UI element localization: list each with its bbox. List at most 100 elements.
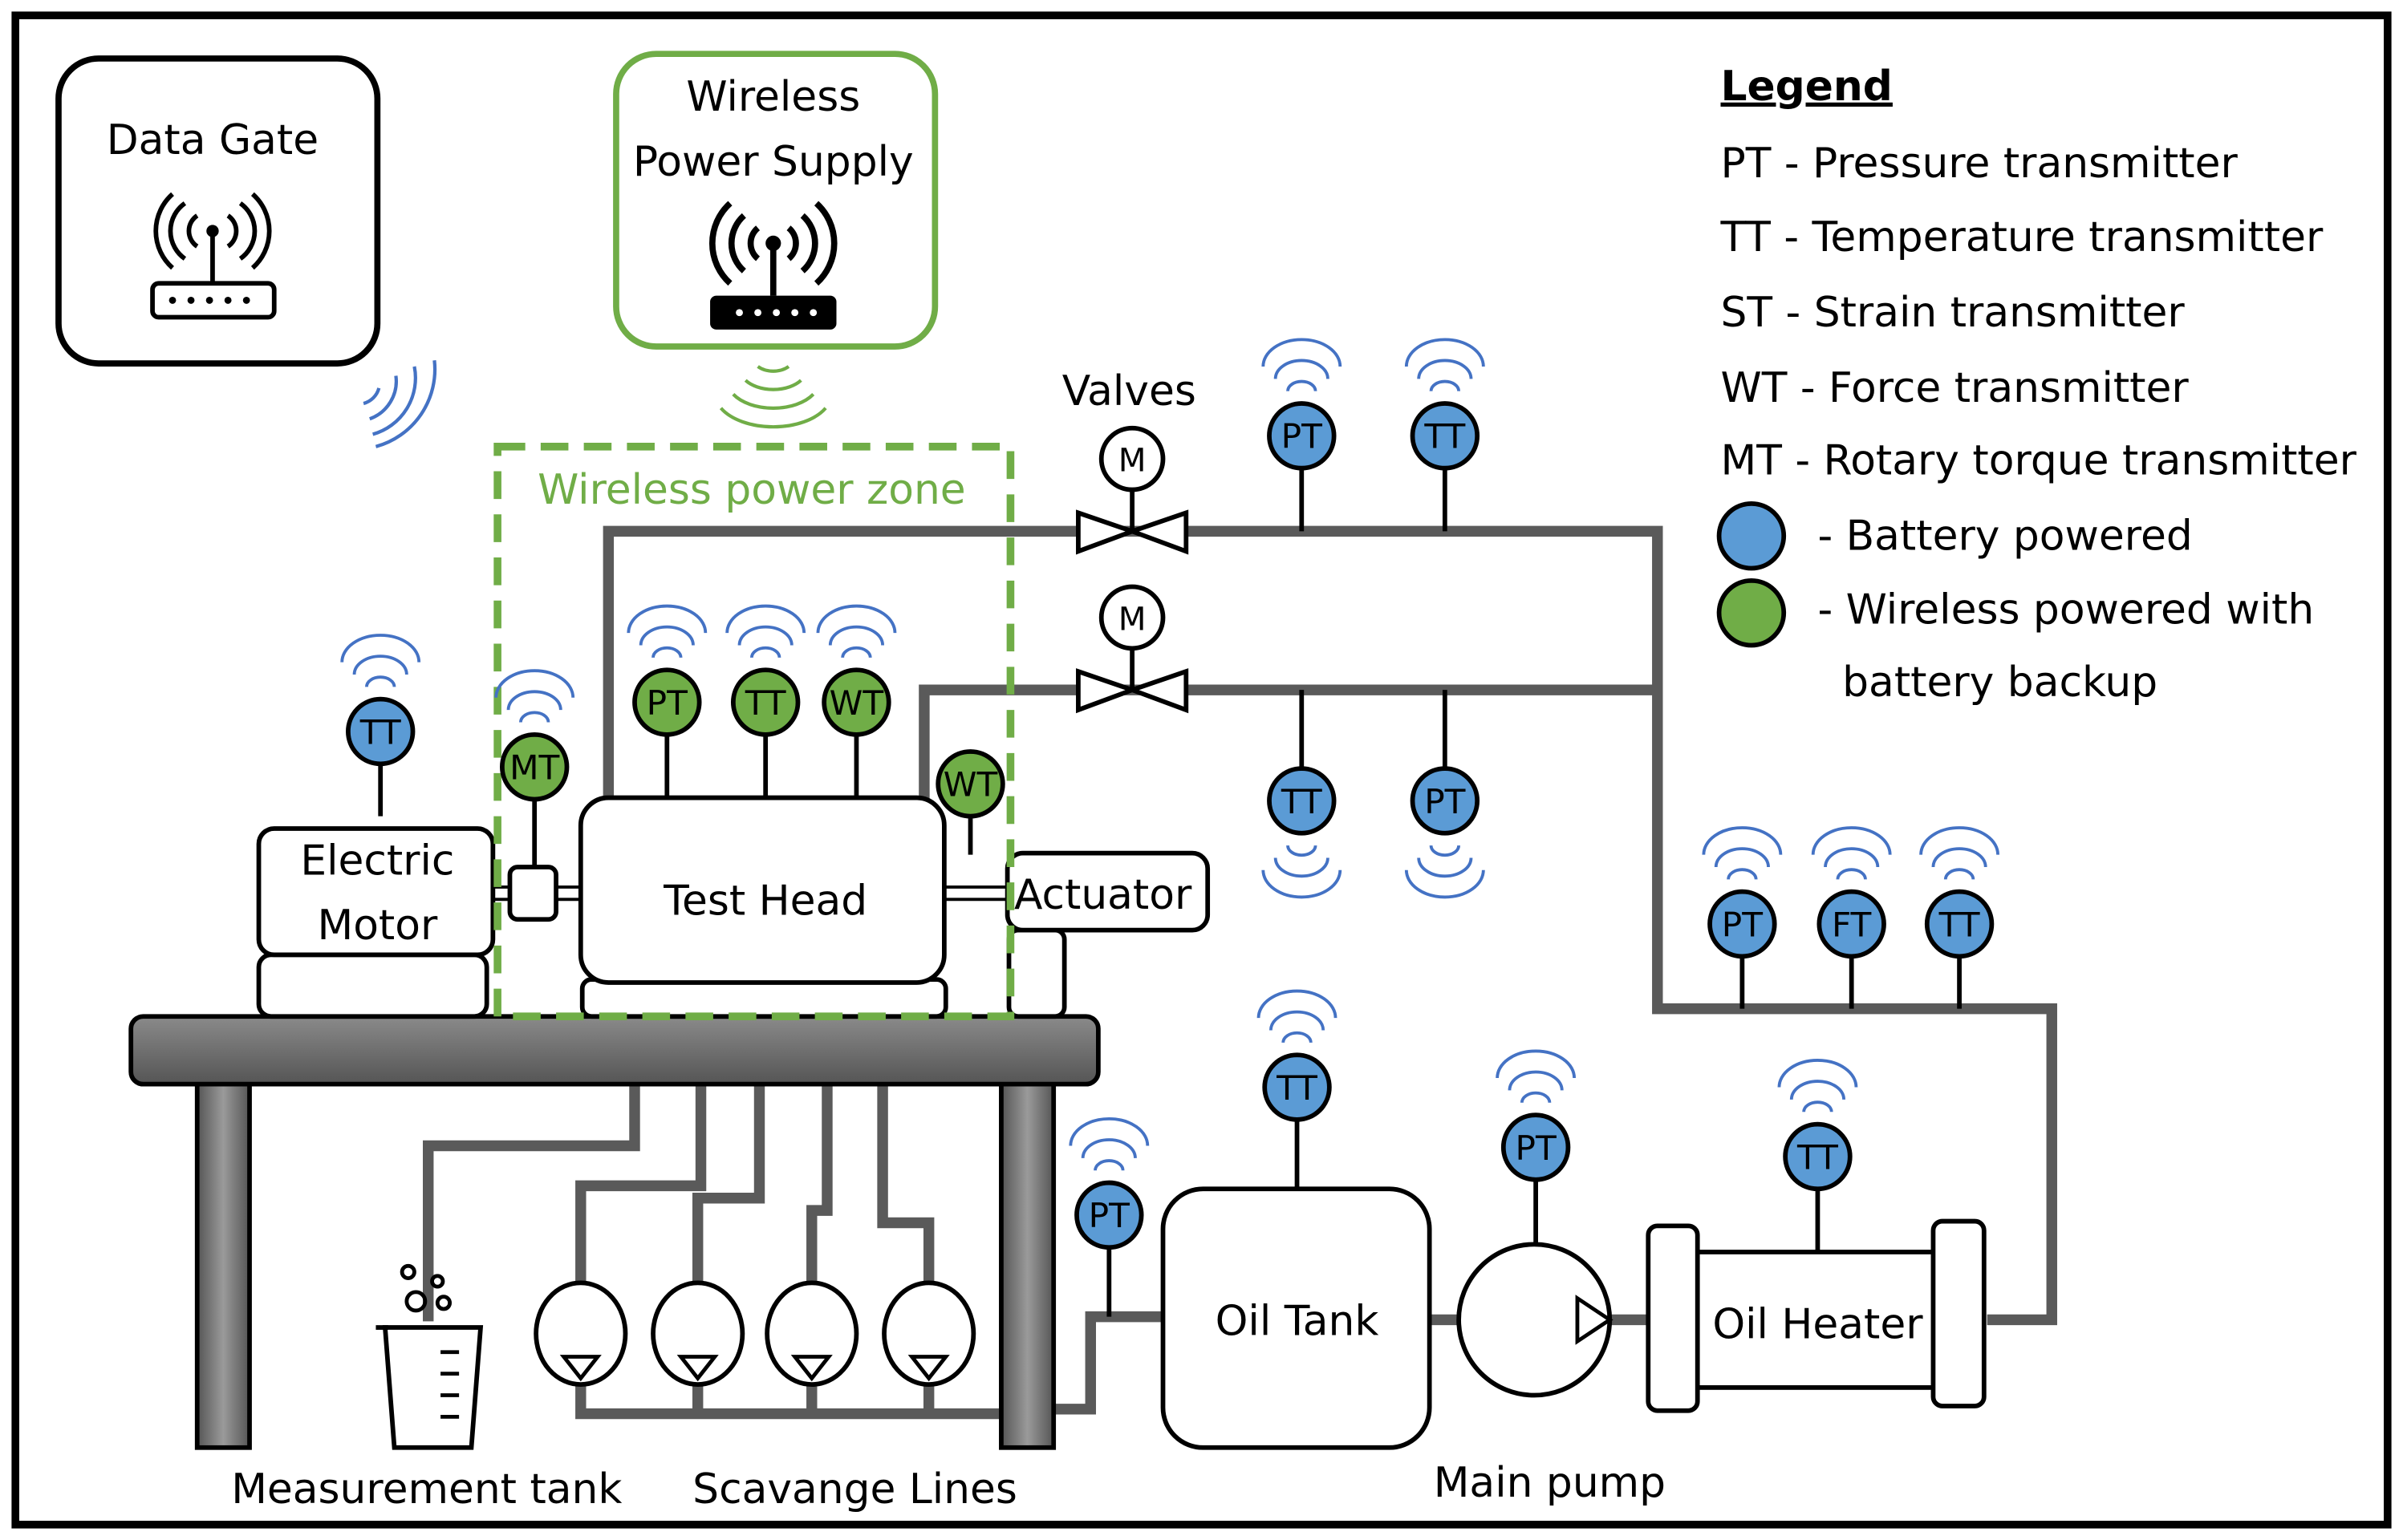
data-gate-signal-icon — [363, 360, 437, 448]
main-pump-label: Main pump — [1434, 1459, 1666, 1507]
sensor: PT — [1069, 1117, 1150, 1317]
sensor-body — [632, 667, 702, 737]
sensor: TT — [1256, 989, 1337, 1189]
sensor: TT — [725, 604, 806, 798]
router-icon — [150, 192, 277, 320]
electric-motor-label-line1: Electric — [300, 837, 454, 886]
valve-motor-symbol: M — [1118, 442, 1147, 480]
sensor-body — [1783, 1121, 1853, 1192]
sensor-label: WT — [830, 683, 884, 723]
valves: Valves M M — [1062, 367, 1196, 714]
legend-item: ST - Strain transmitter — [1720, 289, 2185, 337]
sensor-body — [1410, 766, 1480, 836]
sensor-label: TT — [1281, 782, 1322, 821]
wps-label-line1: Wireless — [686, 73, 860, 121]
sensor-label: PT — [1281, 417, 1322, 456]
wireless-signal-icon — [1256, 989, 1337, 1044]
wireless-signal-icon — [1496, 1049, 1577, 1103]
electric-motor-label-line2: Motor — [317, 902, 437, 950]
wps-power-wave-icon — [719, 365, 827, 429]
wireless-power-zone-label: Wireless power zone — [538, 466, 966, 514]
legend-item: WT - Force transmitter — [1720, 364, 2189, 412]
test-bench-table — [128, 1014, 1101, 1450]
sensor-label: TT — [1276, 1068, 1317, 1108]
sensor: PT — [1404, 690, 1485, 899]
oil-tank: Oil Tank — [1160, 1186, 1432, 1450]
scavange-lines-label: Scavange Lines — [692, 1465, 1017, 1514]
wireless-signal-icon — [1069, 1117, 1150, 1171]
legend-wireless-label: - Wireless powered with — [1817, 586, 2314, 634]
wireless-signal-icon — [1404, 845, 1485, 899]
sensor: TT — [1777, 1059, 1858, 1252]
oil-heater: Oil Heater — [1646, 1218, 1987, 1413]
sensor-label: PT — [1424, 782, 1465, 821]
sensor-body — [499, 732, 570, 802]
sensor-body — [1074, 1180, 1144, 1250]
scavenge-pump — [882, 1280, 976, 1387]
sensor-body — [1267, 766, 1337, 836]
sensor-label: TT — [1938, 905, 1980, 944]
sensor: PT — [1496, 1049, 1577, 1245]
data-gate: Data Gate — [55, 55, 437, 448]
sensor: WT — [816, 604, 897, 798]
legend: Legend PT - Pressure transmitter TT - Te… — [1716, 63, 2357, 707]
torque-coupling — [507, 865, 558, 922]
wireless-signal-icon — [1261, 845, 1342, 899]
wireless-signal-icon — [494, 669, 575, 723]
sensor-label: PT — [647, 683, 688, 723]
actuator: Actuator — [1005, 850, 1211, 1019]
sensor-body — [1500, 1112, 1571, 1182]
oil-heater-label: Oil Heater — [1712, 1300, 1923, 1348]
wireless-power-zone: Wireless power zone — [493, 443, 1015, 1020]
valve-motor-symbol: M — [1118, 600, 1147, 638]
main-pump: Main pump — [1434, 1242, 1666, 1507]
sensor-label: PT — [1722, 905, 1763, 944]
sensor: MT — [494, 669, 575, 867]
scavenge-pump — [534, 1280, 628, 1387]
oil-tank-label: Oil Tank — [1216, 1298, 1379, 1346]
wps-label-line2: Power Supply — [633, 138, 914, 186]
data-gate-label: Data Gate — [107, 116, 319, 164]
wireless-signal-icon — [725, 604, 806, 659]
sensor-body — [1410, 401, 1480, 471]
sensor: TT — [1919, 826, 1999, 1009]
scavenge-pump — [651, 1280, 745, 1387]
electric-motor: Electric Motor — [256, 826, 581, 1019]
wireless-signal-icon — [1811, 826, 1892, 880]
sensor: TT — [1404, 338, 1485, 532]
sensor-label: WT — [944, 765, 998, 804]
sensor-label: TT — [1423, 417, 1465, 456]
wireless-signal-icon — [340, 634, 421, 687]
actuator-label: Actuator — [1014, 871, 1192, 919]
legend-battery-label: - Battery powered — [1817, 512, 2192, 560]
wireless-signal-icon — [1702, 826, 1783, 880]
legend-wireless-swatch — [1716, 578, 1787, 648]
bubbles-icon — [400, 1263, 453, 1313]
sensor-body — [1707, 889, 1777, 959]
valve-lower: M — [1076, 584, 1189, 714]
wireless-signal-icon — [816, 604, 897, 659]
legend-wireless-label-cont: battery backup — [1842, 659, 2157, 707]
valves-label: Valves — [1062, 367, 1196, 415]
scavenge-pump — [765, 1280, 859, 1387]
scavenge-pumps: Scavange Lines — [534, 1280, 1017, 1514]
test-head-label: Test Head — [663, 877, 867, 925]
sensor-body — [1262, 1052, 1332, 1122]
sensor-body — [1816, 889, 1886, 959]
wireless-signal-icon — [1404, 338, 1485, 391]
sensor-label: TT — [1796, 1137, 1838, 1177]
sensor-label: MT — [509, 748, 559, 788]
legend-item: TT - Temperature transmitter — [1719, 213, 2323, 261]
pipes — [423, 525, 2057, 1420]
test-head: Test Head — [578, 795, 1011, 1019]
wireless-signal-icon — [1261, 338, 1342, 391]
sensor: TT — [340, 634, 421, 817]
measurement-tank-label: Measurement tank — [231, 1465, 622, 1514]
legend-item: PT - Pressure transmitter — [1720, 140, 2238, 188]
sensor-label: PT — [1089, 1196, 1130, 1235]
legend-title: Legend — [1720, 63, 1892, 111]
measurement-tank: Measurement tank — [231, 1263, 622, 1514]
sensor-label: FT — [1832, 905, 1872, 944]
sensor-body — [1924, 889, 1995, 959]
sensor-body — [730, 667, 801, 737]
